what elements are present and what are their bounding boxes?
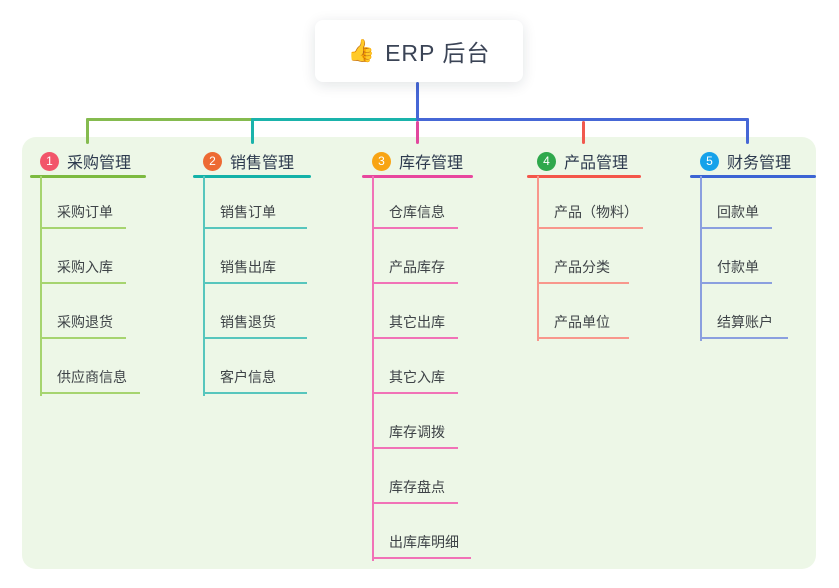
child-node[interactable]: 库存盘点 — [372, 477, 458, 504]
child-node[interactable]: 销售订单 — [203, 202, 307, 229]
root-stem-line — [416, 82, 419, 121]
branch-label: 产品管理 — [564, 155, 629, 172]
child-node[interactable]: 采购订单 — [40, 202, 126, 229]
child-node[interactable]: 采购入库 — [40, 257, 126, 284]
branch-underline — [690, 175, 816, 178]
connector-bus-teal — [251, 118, 419, 121]
branch-product: 4 产品管理 产品（物料） 产品分类 产品单位 — [527, 0, 643, 588]
branch-sales: 2 销售管理 销售订单 销售出库 销售退货 客户信息 — [193, 0, 311, 588]
branch-number-badge: 5 — [700, 151, 719, 171]
branch-label: 销售管理 — [230, 155, 295, 172]
branch-label: 财务管理 — [727, 155, 792, 172]
child-node[interactable]: 供应商信息 — [40, 367, 140, 394]
branch-number-badge: 2 — [203, 151, 222, 171]
branch-finance-header[interactable]: 5 财务管理 — [690, 149, 816, 173]
branch-product-header[interactable]: 4 产品管理 — [527, 149, 641, 173]
connector-drop-branch-1 — [86, 118, 89, 144]
branch-finance: 5 财务管理 回款单 付款单 结算账户 — [690, 0, 816, 588]
child-node[interactable]: 仓库信息 — [372, 202, 458, 229]
branches-panel — [22, 137, 816, 569]
branch-spine-line — [537, 176, 539, 341]
child-node[interactable]: 结算账户 — [700, 312, 788, 339]
connector-bus-blue — [416, 118, 749, 121]
branch-number-badge: 3 — [372, 151, 391, 171]
branch-purchase-header[interactable]: 1 采购管理 — [30, 149, 146, 173]
connector-bus-green — [86, 118, 254, 121]
root-label: ERP 后台 — [385, 40, 491, 66]
child-node[interactable]: 库存调拨 — [372, 422, 458, 449]
connector-drop-branch-3 — [416, 121, 419, 144]
root-node[interactable]: 👍 ERP 后台 — [315, 20, 523, 82]
connector-drop-branch-5 — [746, 118, 749, 144]
child-node[interactable]: 产品分类 — [537, 257, 629, 284]
branch-underline — [30, 175, 146, 178]
branch-label: 采购管理 — [67, 155, 132, 172]
connector-drop-branch-4 — [582, 121, 585, 144]
branch-underline — [193, 175, 311, 178]
branch-purchase: 1 采购管理 采购订单 采购入库 采购退货 供应商信息 — [30, 0, 146, 588]
child-node[interactable]: 销售退货 — [203, 312, 307, 339]
branch-spine-line — [40, 176, 42, 396]
child-node[interactable]: 出库库明细 — [372, 532, 471, 559]
branch-label: 库存管理 — [399, 155, 464, 172]
child-node[interactable]: 采购退货 — [40, 312, 126, 339]
child-node[interactable]: 其它入库 — [372, 367, 458, 394]
child-node[interactable]: 付款单 — [700, 257, 772, 284]
branch-spine-line — [203, 176, 205, 396]
branch-inventory: 3 库存管理 仓库信息 产品库存 其它出库 其它入库 库存调拨 库存盘点 出库库… — [362, 0, 473, 588]
branch-underline — [527, 175, 641, 178]
child-node[interactable]: 产品（物料） — [537, 202, 643, 229]
branch-inventory-header[interactable]: 3 库存管理 — [362, 149, 473, 173]
branch-number-badge: 1 — [40, 151, 59, 171]
child-node[interactable]: 产品库存 — [372, 257, 458, 284]
child-node[interactable]: 其它出库 — [372, 312, 458, 339]
child-node[interactable]: 客户信息 — [203, 367, 307, 394]
thumbs-up-icon: 👍 — [347, 38, 376, 63]
branch-number-badge: 4 — [537, 151, 556, 171]
branch-spine-line — [372, 176, 374, 561]
branch-underline — [362, 175, 473, 178]
branch-sales-header[interactable]: 2 销售管理 — [193, 149, 311, 173]
child-node[interactable]: 产品单位 — [537, 312, 629, 339]
child-node[interactable]: 回款单 — [700, 202, 772, 229]
child-node[interactable]: 销售出库 — [203, 257, 307, 284]
branch-spine-line — [700, 176, 702, 341]
connector-drop-branch-2 — [251, 118, 254, 144]
